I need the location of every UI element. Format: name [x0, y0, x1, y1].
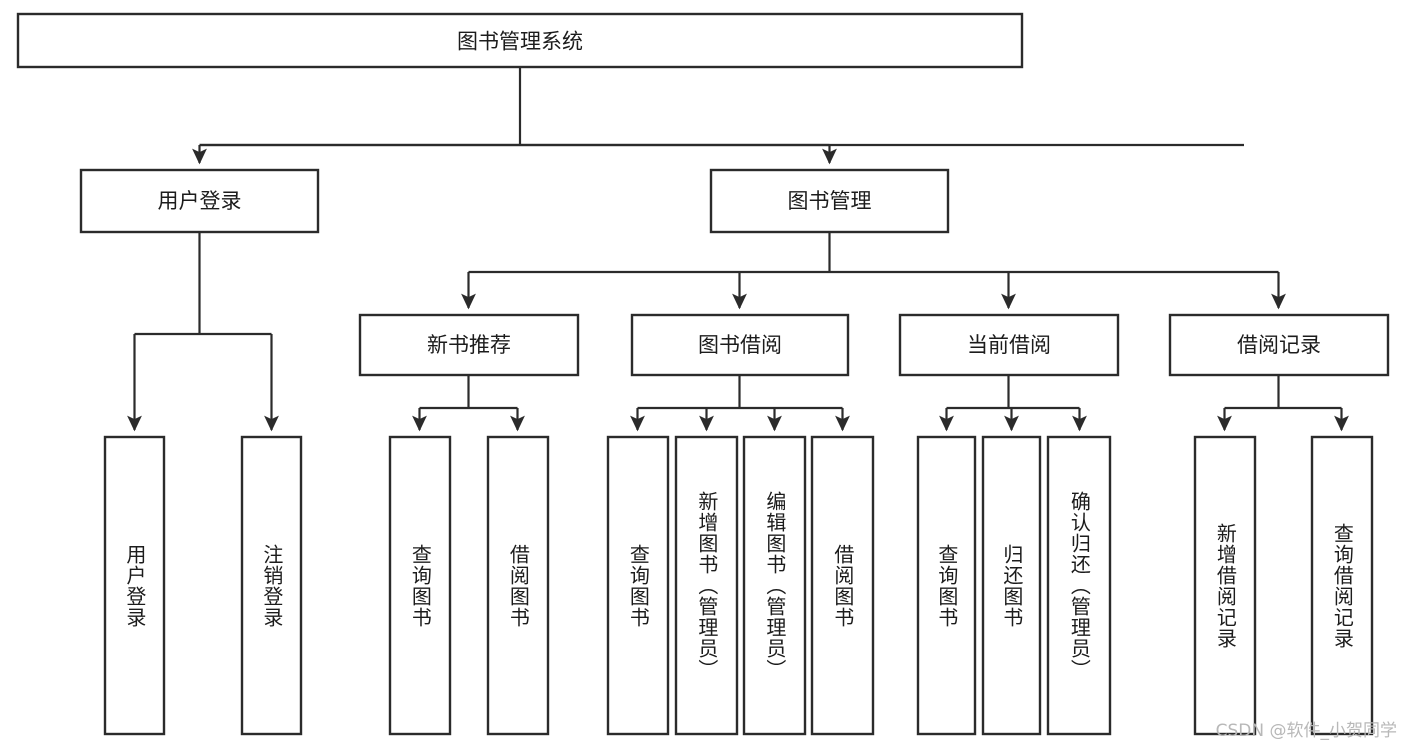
connector-book-borrow-to-leaves	[630, 375, 850, 432]
node-borrow-record-label: 借阅记录	[1237, 333, 1321, 357]
leaf-box-query-book-cur[interactable]	[916, 435, 977, 736]
leaf-box-add-borrow-record[interactable]	[1193, 435, 1257, 736]
node-book-management[interactable]: 图书管理	[709, 168, 950, 234]
node-new-book-recommend[interactable]: 新书推荐	[358, 313, 580, 377]
node-root-label: 图书管理系统	[457, 30, 583, 54]
connector-root-to-level2	[192, 67, 1244, 165]
connector-user-login-to-leaves	[127, 232, 279, 432]
node-new-book-recommend-label: 新书推荐	[427, 333, 511, 357]
node-user-login-label: 用户登录	[158, 189, 242, 213]
connector-new-book-rec-to-leaves	[412, 375, 525, 432]
leaf-boxes	[103, 435, 1374, 736]
connector-borrow-record-to-leaves	[1217, 375, 1349, 432]
leaf-box-query-book-rec[interactable]	[388, 435, 452, 736]
connector-current-borrow-to-leaves	[939, 375, 1087, 432]
leaf-box-confirm-return[interactable]	[1046, 435, 1112, 736]
connector-book-mgmt-to-level3	[461, 232, 1286, 310]
node-book-borrow[interactable]: 图书借阅	[630, 313, 850, 377]
leaf-box-edit-book-admin[interactable]	[742, 435, 807, 736]
node-borrow-record[interactable]: 借阅记录	[1168, 313, 1390, 377]
leaf-box-query-borrow-rec[interactable]	[1310, 435, 1374, 736]
leaf-box-borrow-book[interactable]	[810, 435, 875, 736]
node-book-borrow-label: 图书借阅	[698, 333, 782, 357]
leaf-box-return-book[interactable]	[981, 435, 1042, 736]
node-current-borrow-label: 当前借阅	[967, 333, 1051, 357]
leaf-box-query-book-borrow[interactable]	[606, 435, 670, 736]
node-current-borrow[interactable]: 当前借阅	[898, 313, 1120, 377]
node-root-system[interactable]: 图书管理系统	[16, 12, 1024, 69]
leaf-box-add-book-admin[interactable]	[674, 435, 739, 736]
node-book-management-label: 图书管理	[788, 189, 872, 213]
leaf-box-logout-login[interactable]	[240, 435, 303, 736]
leaf-box-borrow-book-rec[interactable]	[486, 435, 550, 736]
csdn-watermark: CSDN @软件_小贺同学	[1215, 721, 1397, 741]
node-user-login[interactable]: 用户登录	[79, 168, 320, 234]
leaf-box-user-login[interactable]	[103, 435, 166, 736]
